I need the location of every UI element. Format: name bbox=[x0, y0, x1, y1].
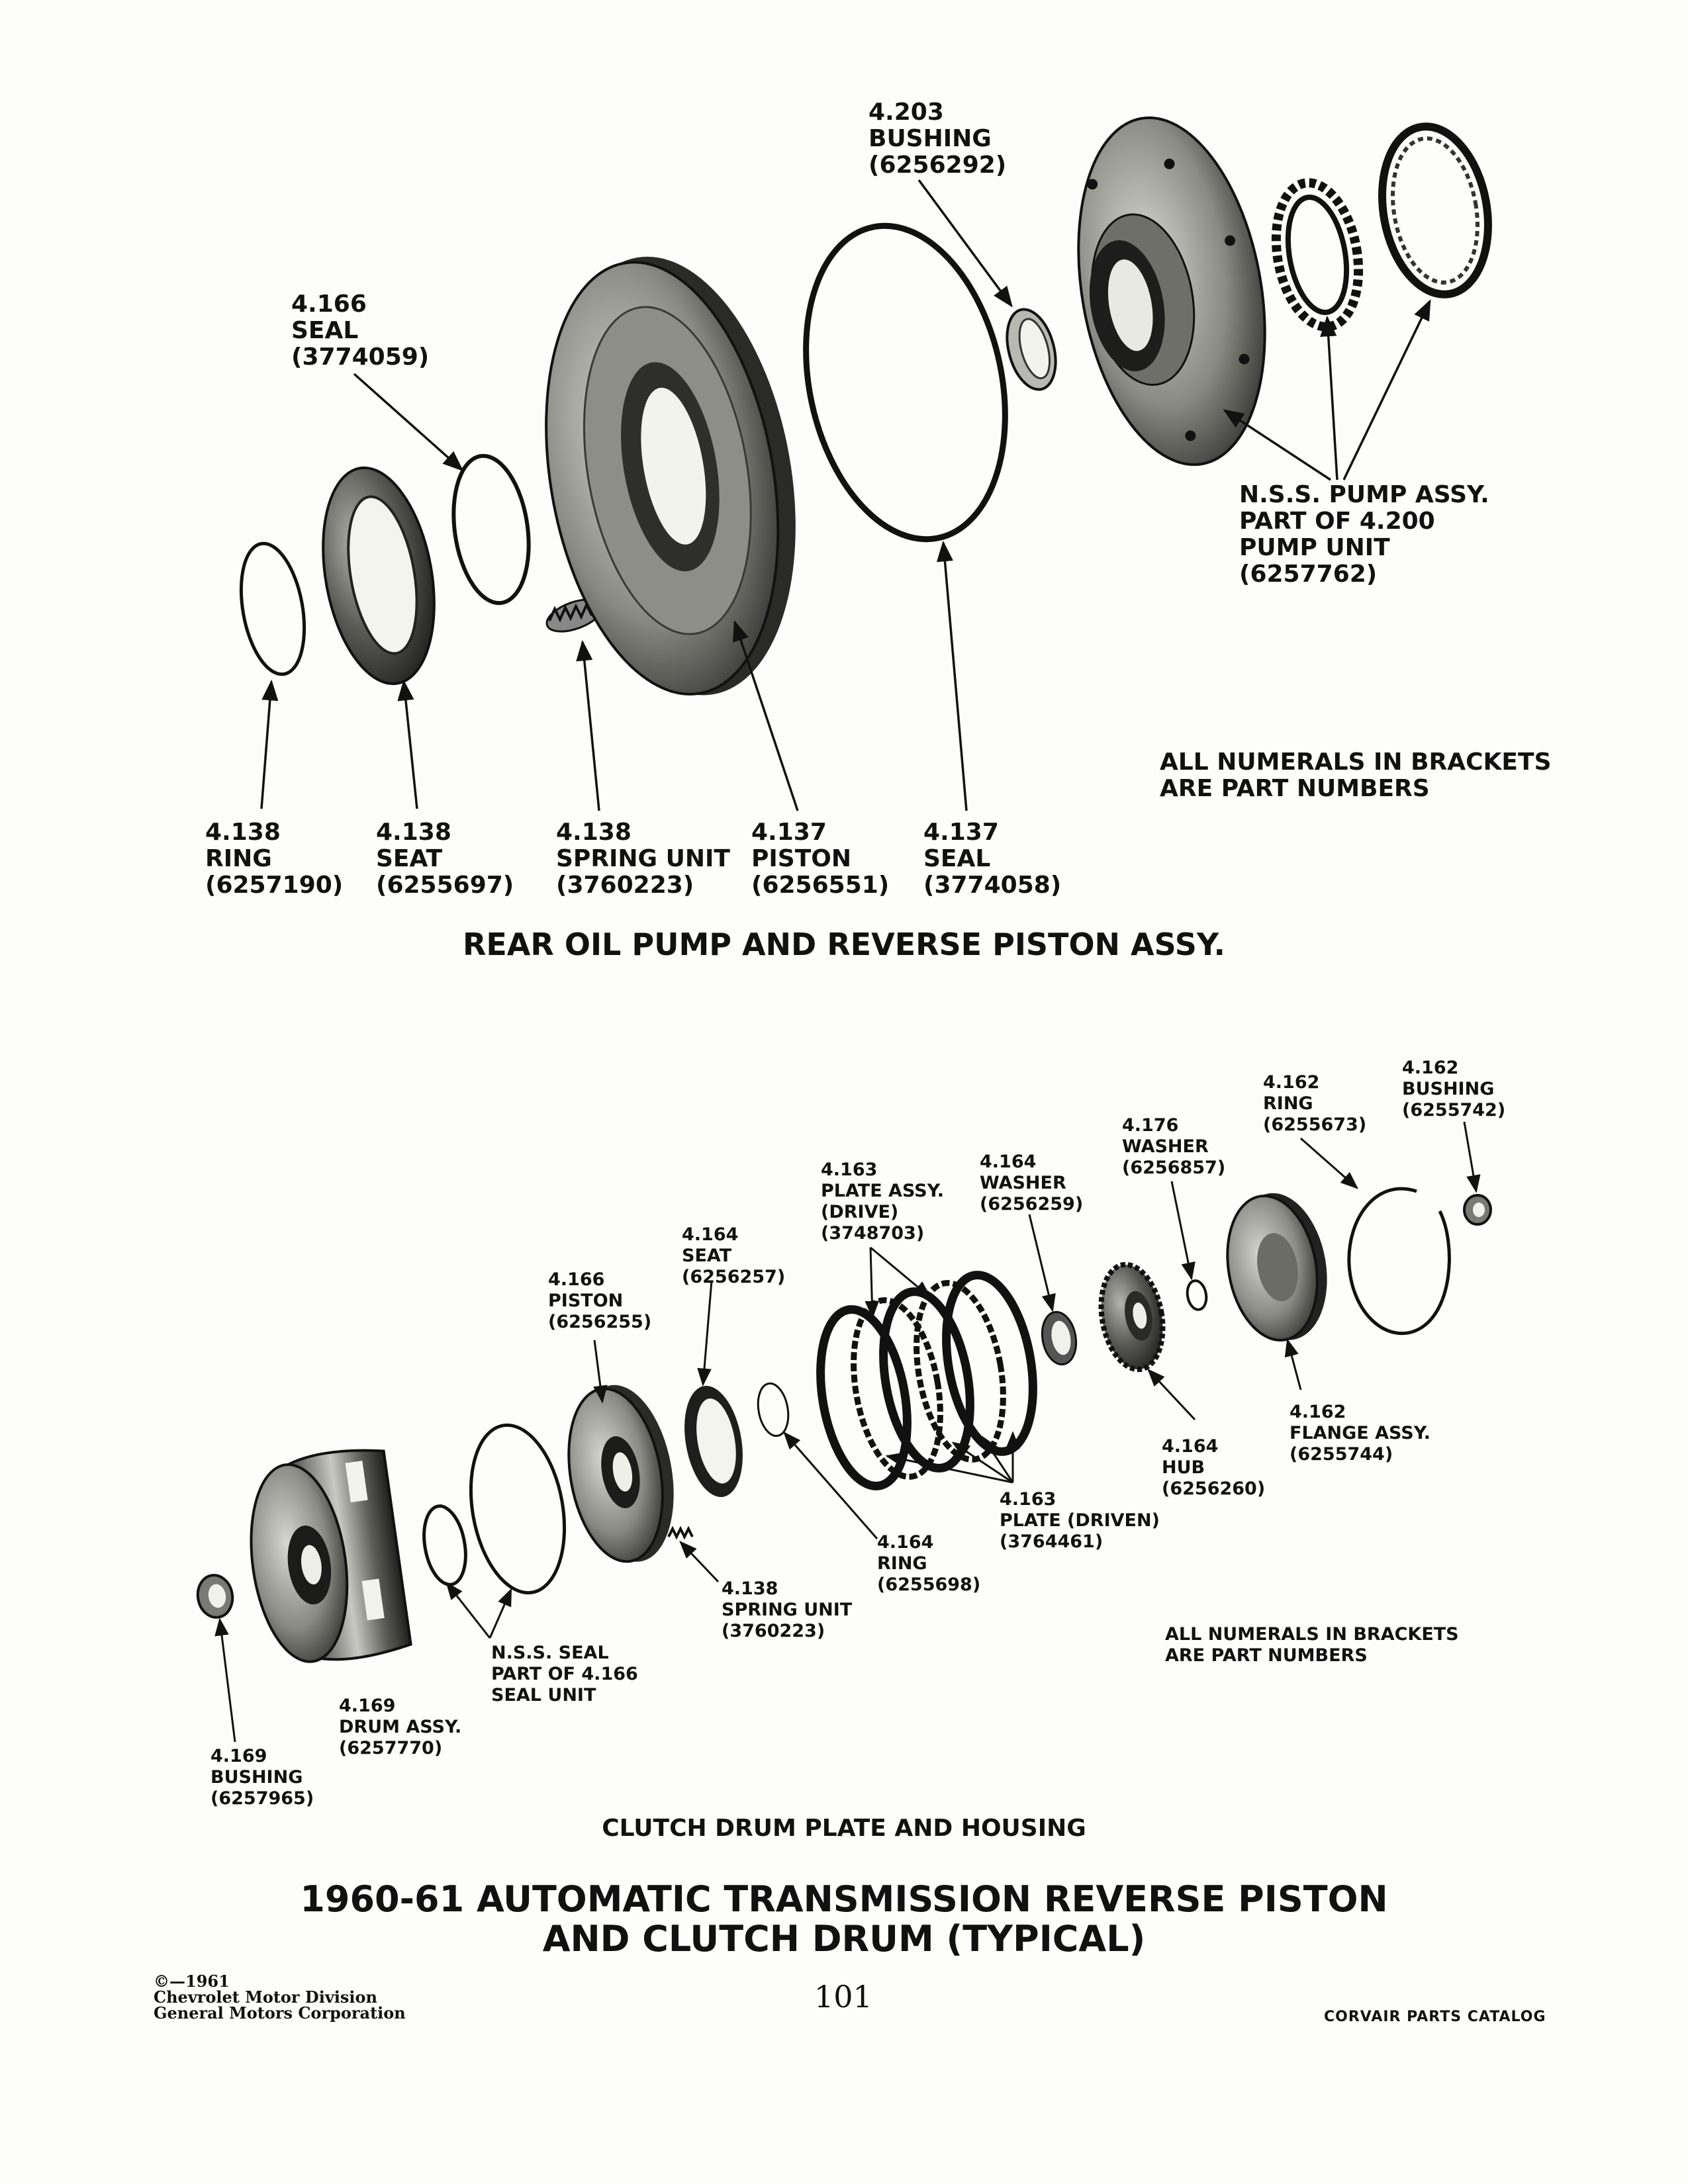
label-spring-unit-4-138: 4.138 SPRING UNIT (3760223) bbox=[556, 819, 730, 899]
part-piston bbox=[545, 256, 796, 696]
copyright-notice: ©—1961 Chevrolet Motor Division General … bbox=[154, 1972, 406, 2023]
label-seal-4-166: 4.166 SEAL (3774059) bbox=[291, 291, 430, 371]
upper-note: ALL NUMERALS IN BRACKETS ARE PART NUMBER… bbox=[1160, 749, 1552, 802]
upper-parts bbox=[239, 116, 1492, 696]
part-ring bbox=[239, 541, 306, 676]
label-hub-4-164: 4.164 HUB (6256260) bbox=[1162, 1436, 1266, 1499]
lower-diagram-title: CLUTCH DRUM PLATE AND HOUSING bbox=[602, 1815, 1086, 1842]
part-seat-164 bbox=[684, 1385, 743, 1498]
part-hub bbox=[1098, 1261, 1166, 1373]
part-inner-gear bbox=[1271, 178, 1364, 332]
part-pump-body bbox=[1077, 116, 1266, 467]
lower-leader-lines bbox=[214, 1121, 1481, 1743]
label-plate-driven: 4.163 PLATE (DRIVEN) (3764461) bbox=[1000, 1489, 1160, 1552]
label-plate-assy-drive: 4.163 PLATE ASSY. (DRIVE) (3748703) bbox=[821, 1160, 944, 1244]
part-seal-small bbox=[451, 453, 531, 606]
page-number: 101 bbox=[814, 1979, 872, 2015]
label-seal-4-137: 4.137 SEAL (3774058) bbox=[923, 819, 1062, 899]
part-bushing-162 bbox=[1463, 1194, 1492, 1226]
label-piston-4-137: 4.137 PISTON (6256551) bbox=[751, 819, 890, 899]
label-bushing-4-162: 4.162 BUSHING (6255742) bbox=[1402, 1058, 1506, 1120]
page-main-title: 1960-61 AUTOMATIC TRANSMISSION REVERSE P… bbox=[300, 1878, 1388, 1960]
part-washer-164 bbox=[1041, 1310, 1078, 1366]
label-spring-unit-lower: 4.138 SPRING UNIT (3760223) bbox=[722, 1578, 853, 1641]
label-nss-seal: N.S.S. SEAL PART OF 4.166 SEAL UNIT bbox=[491, 1643, 638, 1706]
label-drum-assy: 4.169 DRUM ASSY. (6257770) bbox=[339, 1696, 462, 1758]
label-ring-4-138: 4.138 RING (6257190) bbox=[205, 819, 344, 899]
label-bushing-4-203: 4.203 BUSHING (6256292) bbox=[868, 99, 1007, 179]
part-drum-assy bbox=[250, 1449, 412, 1663]
part-ring-164 bbox=[757, 1382, 790, 1437]
part-ring-162 bbox=[1347, 1187, 1451, 1336]
part-nss-seal-large bbox=[469, 1423, 567, 1595]
label-seat-4-138: 4.138 SEAT (6255697) bbox=[376, 819, 514, 899]
part-outer-gear bbox=[1378, 122, 1492, 298]
label-piston-4-166: 4.166 PISTON (6256255) bbox=[548, 1269, 652, 1332]
label-washer-4-164: 4.164 WASHER (6256259) bbox=[980, 1152, 1084, 1214]
upper-leader-lines bbox=[260, 179, 1431, 811]
label-ring-4-162: 4.162 RING (6255673) bbox=[1263, 1072, 1367, 1135]
label-pump-assy: N.S.S. PUMP ASSY. PART OF 4.200 PUMP UNI… bbox=[1239, 481, 1489, 588]
part-nss-seal-small bbox=[422, 1504, 467, 1586]
label-flange-assy: 4.162 FLANGE ASSY. (6255744) bbox=[1289, 1402, 1431, 1465]
part-seal-large bbox=[803, 222, 1008, 543]
part-bushing-169 bbox=[196, 1574, 234, 1619]
label-washer-4-176: 4.176 WASHER (6256857) bbox=[1122, 1115, 1226, 1178]
part-washer-176 bbox=[1186, 1279, 1208, 1311]
label-bushing-4-169: 4.169 BUSHING (6257965) bbox=[211, 1746, 314, 1809]
part-spring-unit-lower bbox=[667, 1525, 694, 1540]
catalog-name: CORVAIR PARTS CATALOG bbox=[1324, 2009, 1546, 2025]
part-bushing bbox=[1006, 308, 1057, 391]
part-piston-166 bbox=[567, 1385, 674, 1563]
upper-diagram-title: REAR OIL PUMP AND REVERSE PISTON ASSY. bbox=[462, 927, 1226, 962]
label-seat-4-164: 4.164 SEAT (6256257) bbox=[682, 1224, 786, 1287]
lower-note: ALL NUMERALS IN BRACKETS ARE PART NUMBER… bbox=[1165, 1624, 1459, 1666]
part-clutch-plates bbox=[816, 1271, 1037, 1490]
part-seat bbox=[322, 466, 436, 686]
label-ring-4-164: 4.164 RING (6255698) bbox=[877, 1532, 981, 1595]
part-flange-assy bbox=[1226, 1193, 1327, 1342]
